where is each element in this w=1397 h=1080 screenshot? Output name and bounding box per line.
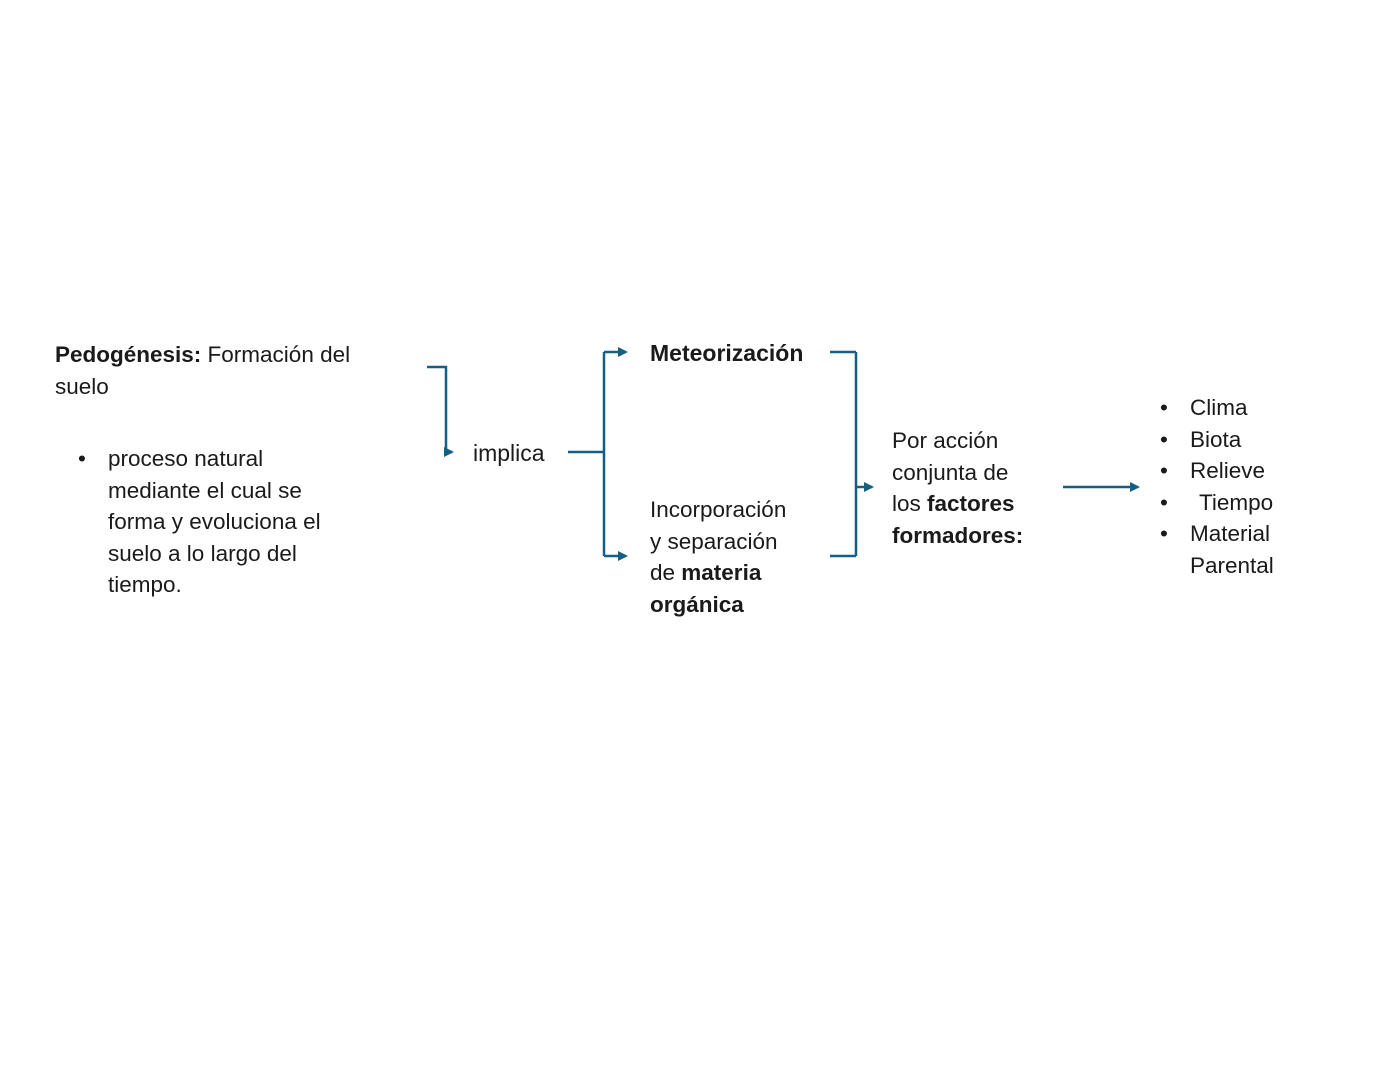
bullet-icon: • [1160,489,1168,515]
factors-label-line3-bold: factores [927,491,1015,516]
bullet-icon: • [1160,458,1168,483]
arrow-definition-to-implica [427,365,454,457]
factors-label-line2: conjunta de [892,459,1009,485]
factor-relieve: Relieve [1190,458,1266,483]
branch-organic-line2: y separación [650,528,778,554]
connector-label-implica: implica [473,440,545,466]
factors-list: • Clima • Biota • Relieve • Tiempo • Mat… [1160,392,1330,581]
bullet-icon: • [1160,521,1168,546]
list-item-material-parental: • Material Parental [1160,518,1330,581]
factor-clima: Clima [1190,395,1248,420]
factors-label: Por acción conjunta de los factores form… [892,425,1062,551]
factors-label-line3-normal: los [892,491,928,516]
list-item-clima: • Clima [1160,392,1330,424]
list-item-biota: • Biota [1160,424,1330,456]
factors-label-line4: formadores: [892,522,1024,548]
factors-label-line3: los factores [892,488,1062,520]
branch-organic-line3: de materia [650,557,830,589]
bullet-icon: • [78,446,86,471]
factor-tiempo: Tiempo [1199,489,1274,515]
definition-bullet-item: • proceso natural mediante el cual se fo… [78,443,358,601]
definition-bullet-text: proceso natural mediante el cual se form… [108,446,321,597]
branch-organic-line4: orgánica [650,591,744,617]
factors-label-line1: Por acción [892,428,999,453]
branch-organic-line1: Incorporación [650,497,787,522]
branch-meteorizacion: Meteorización [650,340,804,366]
bullet-icon: • [1160,426,1168,452]
list-item-relieve: • Relieve [1160,455,1330,487]
factor-biota: Biota [1190,426,1242,452]
branch-organic-line3-bold: materia [681,560,762,585]
definition-term-rest: Formación del suelo [55,342,351,399]
factor-material-parental: Material Parental [1190,521,1274,578]
definition-term: Pedogénesis: [55,342,202,367]
bullet-icon: • [1160,395,1168,420]
branch-materia-organica: Incorporación y separación de materia or… [650,494,830,620]
definition-title: Pedogénesis: Formación del suelo [55,339,390,402]
branch-organic-line3-normal: de [650,560,682,585]
list-item-tiempo: • Tiempo [1160,487,1330,519]
